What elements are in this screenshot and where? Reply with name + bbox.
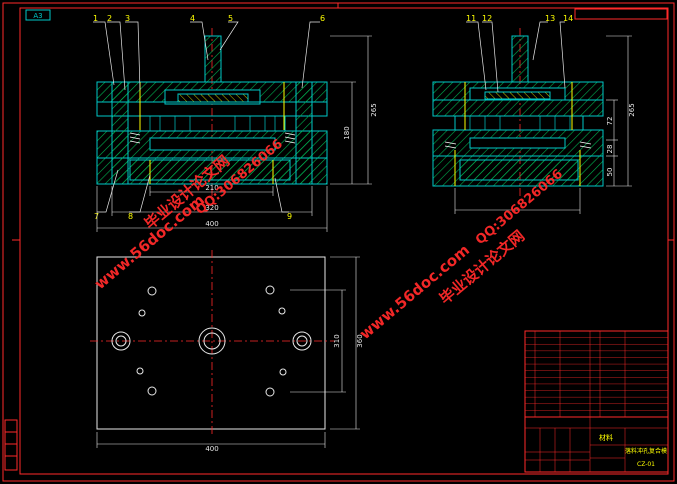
plan-dim-400: 400 — [205, 445, 218, 453]
title-block: 材料 落料冲孔复合模 CZ-01 — [524, 330, 669, 473]
front-part-number-7: 7 — [94, 212, 99, 221]
front-part-number-6: 6 — [320, 14, 325, 23]
punch-shank — [204, 35, 222, 83]
title-block-drawing-name: 落料冲孔复合模 — [625, 447, 667, 455]
front-part-number-3: 3 — [125, 14, 130, 23]
front-part-number-4: 4 — [190, 14, 195, 23]
sheet-tag-box — [25, 9, 51, 21]
side-part-number-12: 12 — [482, 14, 492, 23]
side-dim-28: 28 — [606, 145, 614, 154]
front-part-number-5: 5 — [228, 14, 233, 23]
title-block-material: 材料 — [599, 433, 613, 442]
front-part-number-1: 1 — [93, 14, 98, 23]
title-block-code: CZ-01 — [637, 461, 655, 468]
front-dim-180: 180 — [343, 126, 351, 139]
top-right-tag-box — [574, 8, 668, 20]
plan-dim-310: 310 — [333, 334, 341, 347]
side-dim-265: 265 — [628, 103, 636, 116]
watermark-site-left: www.56doc.com — [91, 191, 208, 293]
front-dim-265: 265 — [370, 103, 378, 116]
plan-view: 400 310 360 — [90, 250, 364, 453]
side-part-number-14: 14 — [563, 14, 573, 23]
front-dim-400: 400 — [205, 220, 218, 228]
side-view: 11 12 13 14 265 72 28 50 — [432, 14, 636, 214]
plan-dim-360: 360 — [356, 334, 364, 347]
side-part-number-11: 11 — [466, 14, 476, 23]
front-dim-210: 210 — [205, 184, 218, 192]
front-part-number-9: 9 — [287, 212, 292, 221]
sheet-tag-text: A3 — [33, 12, 42, 20]
front-part-number-2: 2 — [107, 14, 112, 23]
front-view: 1 2 3 4 5 6 7 8 9 400 320 210 265 180 — [93, 14, 378, 232]
side-part-number-13: 13 — [545, 14, 555, 23]
side-dim-72: 72 — [606, 117, 614, 126]
guide-post-right — [295, 81, 313, 185]
side-dim-50: 50 — [606, 168, 614, 177]
front-part-number-8: 8 — [128, 212, 133, 221]
left-margin-strip — [4, 419, 18, 471]
guide-post-left — [111, 81, 129, 185]
front-dim-320: 320 — [205, 204, 218, 212]
